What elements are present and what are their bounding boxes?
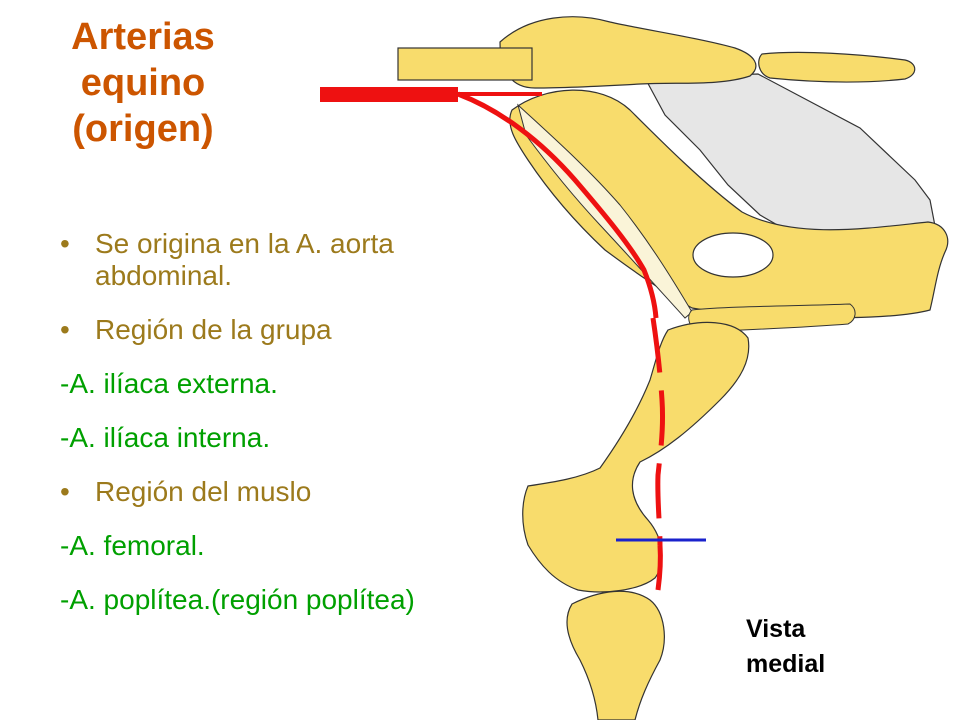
list-item-iliaca-interna: -A. ilíaca interna. xyxy=(60,422,271,453)
bullet-dot: • xyxy=(60,228,70,259)
list-item-text: Se origina en la A. aorta abdominal. xyxy=(95,228,394,291)
bullet-dot: • xyxy=(60,314,70,345)
aorta-marker-box xyxy=(397,47,533,81)
view-label: Vista medial xyxy=(746,612,825,682)
obturator-foramen-shape xyxy=(692,232,774,278)
bullet-dot: • xyxy=(60,476,70,507)
femoral-artery-path xyxy=(650,317,666,546)
page-title: Arterias equino (origen) xyxy=(20,14,266,152)
sacrum-shape xyxy=(499,16,757,89)
ilium-shape xyxy=(509,89,949,319)
list-item-grupa: • Región de la grupa xyxy=(60,314,440,346)
title-line-2: equino xyxy=(80,62,206,104)
title-line-3: (origen) xyxy=(72,108,214,150)
aorta-bar xyxy=(320,87,458,102)
artery-list: • Se origina en la A. aorta abdominal. •… xyxy=(60,228,440,638)
list-item-text: Región de la grupa xyxy=(95,314,332,345)
list-item-poplitea: -A. poplítea.(región poplítea) xyxy=(60,584,415,615)
title-line-1: Arterias xyxy=(71,16,215,58)
list-item-muslo: • Región del muslo xyxy=(60,476,440,508)
list-item-text: Región del muslo xyxy=(95,476,312,507)
tibia-shape xyxy=(566,590,665,720)
femur-shape xyxy=(522,321,750,593)
list-item-origin: • Se origina en la A. aorta abdominal. xyxy=(60,228,440,292)
popliteal-artery-path xyxy=(655,544,663,591)
caudal-vertebra-shape xyxy=(758,51,916,83)
external-iliac-artery-path xyxy=(457,91,659,319)
list-item-iliaca-externa: -A. ilíaca externa. xyxy=(60,368,278,399)
view-label-line-2: medial xyxy=(746,650,826,678)
list-item-femoral: -A. femoral. xyxy=(60,530,205,561)
view-label-line-1: Vista xyxy=(746,615,806,643)
